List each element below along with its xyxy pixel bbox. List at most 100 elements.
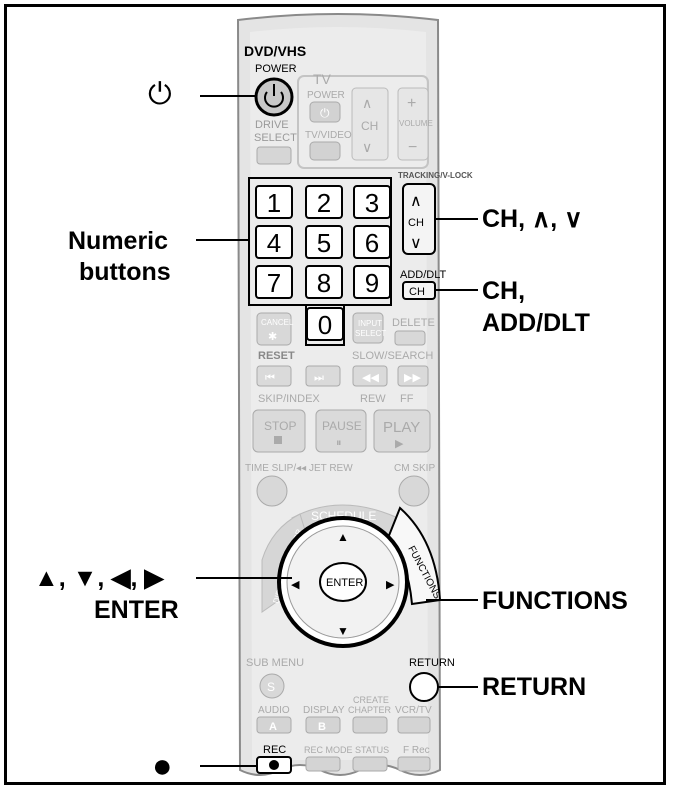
svg-text:INPUT: INPUT — [358, 319, 382, 328]
input-select-button[interactable] — [352, 312, 384, 344]
svg-text:TIME SLIP/◂◂ JET REW: TIME SLIP/◂◂ JET REW — [245, 463, 353, 474]
svg-text:ADD/DLT: ADD/DLT — [400, 269, 447, 281]
svg-text:RESET: RESET — [258, 350, 295, 362]
svg-text:REC MODE: REC MODE — [304, 745, 353, 755]
svg-text:⏮: ⏮ — [265, 372, 275, 384]
enter-button[interactable] — [319, 562, 367, 602]
svg-text:◀: ◀ — [291, 579, 300, 591]
pause-button[interactable] — [315, 409, 367, 453]
mode-label: DVD/VHS — [244, 43, 306, 59]
time-slip-button[interactable] — [256, 475, 288, 507]
drive-select-label: DRIVE — [255, 119, 289, 131]
numeric-key-8[interactable] — [305, 265, 343, 299]
numeric-key-label: 8 — [317, 268, 331, 298]
svg-text:F Rec: F Rec — [403, 745, 430, 756]
numeric-key-label: 7 — [267, 268, 281, 298]
svg-text:FF: FF — [400, 393, 414, 405]
return-callout: RETURN — [482, 673, 587, 701]
svg-text:∧: ∧ — [362, 95, 372, 111]
numeric-key-0[interactable] — [306, 307, 344, 341]
svg-text:CREATE: CREATE — [353, 695, 389, 705]
skip-forward-button[interactable] — [305, 365, 341, 387]
ch-add-callout-line2: ADD/DLT — [482, 309, 590, 337]
svg-text:POWER: POWER — [307, 90, 345, 101]
numeric-key-label: 1 — [267, 188, 281, 218]
tv-power-button[interactable] — [309, 101, 341, 123]
tv-group-label: TV — [313, 71, 332, 87]
numeric-key-label: 2 — [317, 188, 331, 218]
numeric-key-label: 3 — [365, 188, 379, 218]
svg-text:PAUSE: PAUSE — [322, 419, 362, 433]
numeric-key-6[interactable] — [353, 225, 391, 259]
cm-skip-button[interactable] — [398, 475, 430, 507]
numeric-key-7[interactable] — [255, 265, 293, 299]
ch-add-dlt-button[interactable] — [402, 281, 436, 300]
svg-text:∨: ∨ — [362, 139, 372, 155]
numeric-key-5[interactable] — [305, 225, 343, 259]
svg-text:CH: CH — [408, 217, 424, 229]
create-chapter-button[interactable] — [352, 716, 388, 734]
svg-text:∨: ∨ — [410, 235, 422, 252]
fast-forward-button[interactable] — [397, 365, 429, 387]
svg-text:SELECT: SELECT — [254, 132, 297, 144]
play-button[interactable] — [373, 409, 431, 453]
skip-back-button[interactable] — [256, 365, 292, 387]
numeric-callout-line1: Numeric — [68, 227, 169, 255]
svg-text:ENTER: ENTER — [326, 577, 363, 589]
svg-text:STATUS: STATUS — [355, 745, 389, 755]
return-button[interactable] — [409, 672, 439, 702]
numeric-key-label: 0 — [318, 310, 332, 340]
ch-add-callout-line1: CH, — [482, 277, 526, 305]
svg-text:SELECT: SELECT — [355, 329, 386, 338]
svg-text:CH: CH — [409, 286, 425, 298]
arrows-callout: ▲, ▼, ◀, ▶ — [34, 564, 164, 592]
svg-text:TRACKING/V-LOCK: TRACKING/V-LOCK — [398, 171, 473, 180]
status-button[interactable] — [352, 756, 388, 772]
svg-text:▶▶: ▶▶ — [404, 372, 421, 384]
delete-button[interactable] — [394, 330, 426, 346]
f-rec-button[interactable] — [397, 756, 431, 772]
svg-text:⏭: ⏭ — [314, 372, 324, 384]
rewind-button[interactable] — [352, 365, 388, 387]
numeric-key-4[interactable] — [255, 225, 293, 259]
display-button[interactable] — [305, 716, 341, 734]
rec-mode-button[interactable] — [305, 756, 341, 772]
numeric-key-9[interactable] — [353, 265, 391, 299]
tv-ch-rocker[interactable] — [351, 87, 389, 161]
audio-button[interactable] — [256, 716, 292, 734]
power-label: POWER — [255, 63, 297, 75]
svg-text:CANCEL: CANCEL — [261, 318, 294, 327]
numeric-key-label: 6 — [365, 228, 379, 258]
ch-rocker[interactable] — [402, 183, 436, 255]
rec-callout-icon: ● — [152, 747, 173, 785]
drive-select-button[interactable] — [256, 146, 292, 165]
numeric-key-2[interactable] — [305, 185, 343, 219]
vcr-tv-button[interactable] — [397, 716, 431, 734]
svg-text:REC: REC — [263, 744, 286, 756]
svg-text:SLOW/SEARCH: SLOW/SEARCH — [352, 350, 433, 362]
tv-video-button[interactable] — [309, 141, 341, 161]
svg-text:A: A — [269, 721, 277, 733]
sub-menu-button[interactable] — [259, 673, 285, 699]
enter-callout: ENTER — [94, 596, 179, 624]
svg-text:AUDIO: AUDIO — [258, 705, 290, 716]
svg-text:STOP: STOP — [264, 419, 296, 433]
cancel-button[interactable] — [256, 312, 292, 346]
numeric-key-1[interactable] — [255, 185, 293, 219]
tv-volume-rocker[interactable] — [397, 87, 429, 161]
svg-text:RETURN: RETURN — [409, 657, 455, 669]
svg-text:◀◀: ◀◀ — [362, 372, 379, 384]
numeric-key-3[interactable] — [353, 185, 391, 219]
svg-text:⏸: ⏸ — [336, 437, 342, 449]
svg-text:▶: ▶ — [386, 579, 395, 591]
svg-text:SKIP/INDEX: SKIP/INDEX — [258, 393, 320, 405]
svg-text:CM SKIP: CM SKIP — [394, 463, 435, 474]
svg-text:▼: ▼ — [337, 624, 349, 638]
numeric-key-label: 5 — [317, 228, 331, 258]
svg-text:SUB MENU: SUB MENU — [246, 657, 304, 669]
stop-button[interactable] — [252, 409, 306, 453]
power-callout-icon: ⏻ — [148, 78, 172, 111]
svg-text:REW: REW — [360, 393, 386, 405]
